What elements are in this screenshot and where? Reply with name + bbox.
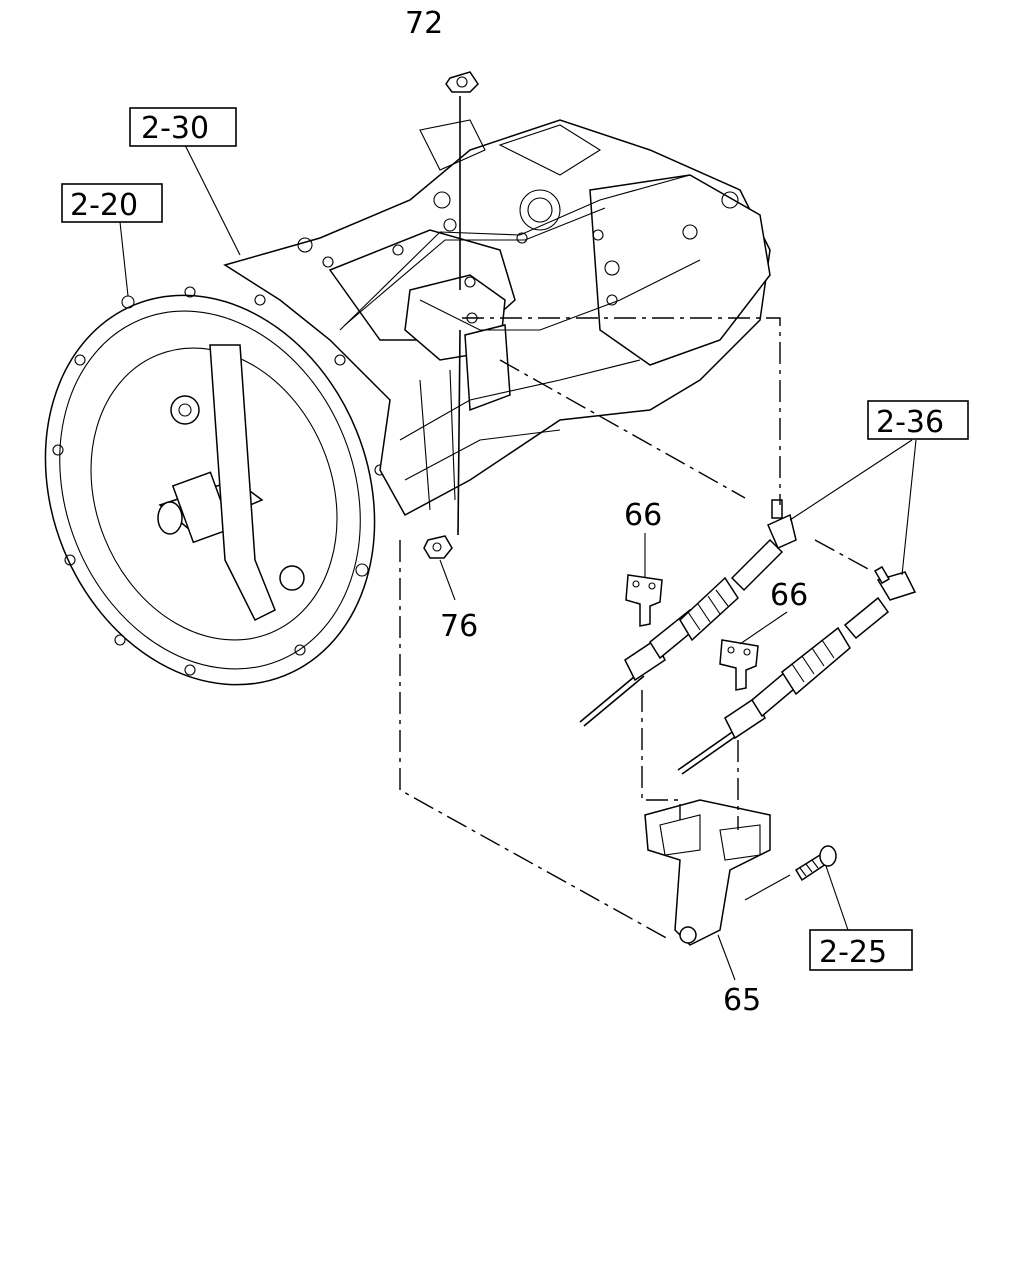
callout-65: 65 — [723, 983, 761, 1018]
nut-72 — [445, 71, 479, 93]
callout-2-30: 2-30 — [141, 111, 209, 146]
ref-box-2-25 — [809, 929, 913, 971]
assembly-lines — [399, 96, 871, 941]
callout-76: 76 — [440, 609, 478, 644]
callout-72: 72 — [405, 6, 443, 41]
callout-2-36: 2-36 — [876, 405, 944, 440]
ref-box-2-20 — [61, 183, 163, 223]
ref-box-2-36 — [867, 400, 969, 440]
callout-2-20: 2-20 — [70, 188, 138, 223]
nut-76 — [423, 535, 453, 559]
transmission-assembly — [44, 119, 771, 686]
ref-box-2-30 — [129, 107, 237, 147]
shift-cable-lower — [677, 565, 917, 775]
bolt-2-25 — [794, 845, 837, 882]
leader-lines — [119, 144, 917, 981]
bracket-65 — [644, 799, 771, 946]
callout-66-right: 66 — [770, 578, 808, 613]
clip-66-left — [625, 574, 663, 627]
callout-2-25: 2-25 — [819, 935, 887, 970]
clip-66-right — [719, 639, 759, 691]
shift-cable-upper — [579, 499, 797, 727]
callout-66-left: 66 — [624, 498, 662, 533]
